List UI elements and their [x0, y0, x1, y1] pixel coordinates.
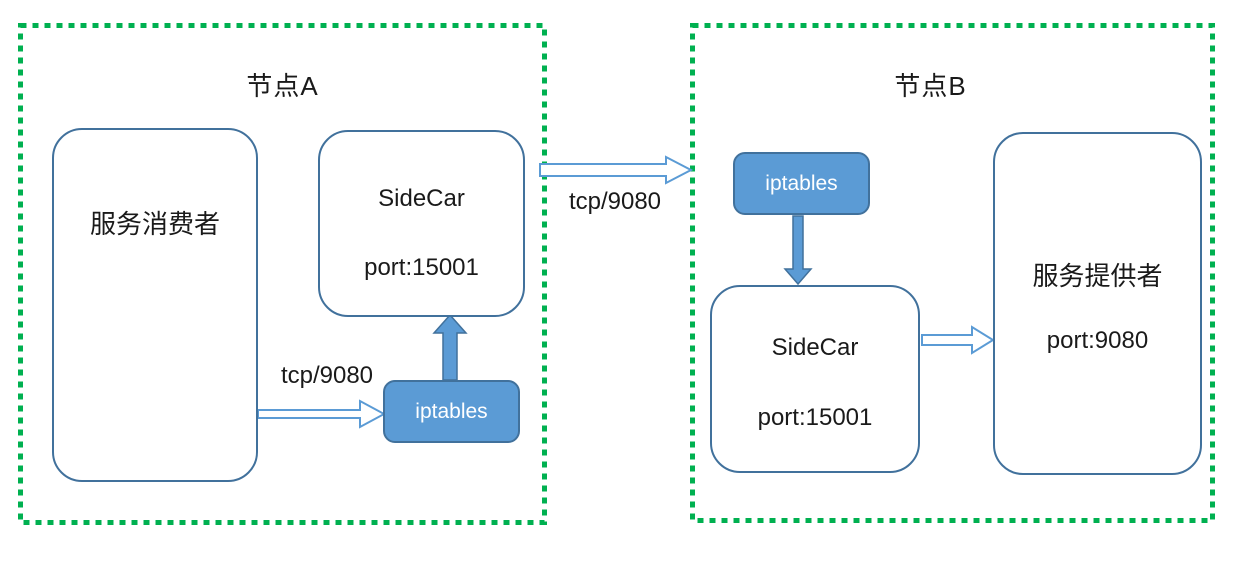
- iptables-a-box: iptables: [383, 380, 520, 443]
- sidecar-a-box: SideCar port:15001: [318, 130, 525, 317]
- node-a-dashed-border: [18, 23, 547, 525]
- node-b-title: 节点B: [894, 71, 967, 101]
- sidecar-a-title: SideCar: [378, 185, 465, 212]
- arrow-node-a-to-node-b: [539, 155, 694, 185]
- service-consumer-box: 服务消费者: [52, 128, 258, 482]
- iptables-a-label: iptables: [415, 399, 488, 423]
- sidecar-b-port: port:15001: [757, 404, 873, 431]
- node-a-title: 节点A: [246, 71, 319, 101]
- service-consumer-label: 服务消费者: [89, 209, 220, 239]
- sidecar-a-port: port:15001: [364, 254, 479, 281]
- service-provider-box: 服务提供者 port:9080: [993, 132, 1202, 475]
- arrow-iptables-a-to-sidecar-a: [432, 313, 468, 381]
- tcp-label-between-nodes: tcp/9080: [568, 188, 662, 215]
- arrow-sidecar-b-to-provider: [921, 325, 995, 355]
- service-provider-label: 服务提供者: [1032, 261, 1163, 291]
- sidecar-b-box: SideCar port:15001: [710, 285, 920, 473]
- iptables-b-box: iptables: [733, 152, 870, 215]
- node-b-dashed-border: [690, 23, 1215, 523]
- sidecar-b-title: SideCar: [771, 334, 859, 361]
- tcp-label-node-a: tcp/9080: [280, 362, 374, 389]
- iptables-b-label: iptables: [765, 171, 838, 195]
- service-provider-port: port:9080: [1046, 327, 1149, 354]
- arrow-iptables-b-to-sidecar-b: [783, 215, 813, 286]
- arrow-consumer-to-iptables-a: [257, 399, 387, 429]
